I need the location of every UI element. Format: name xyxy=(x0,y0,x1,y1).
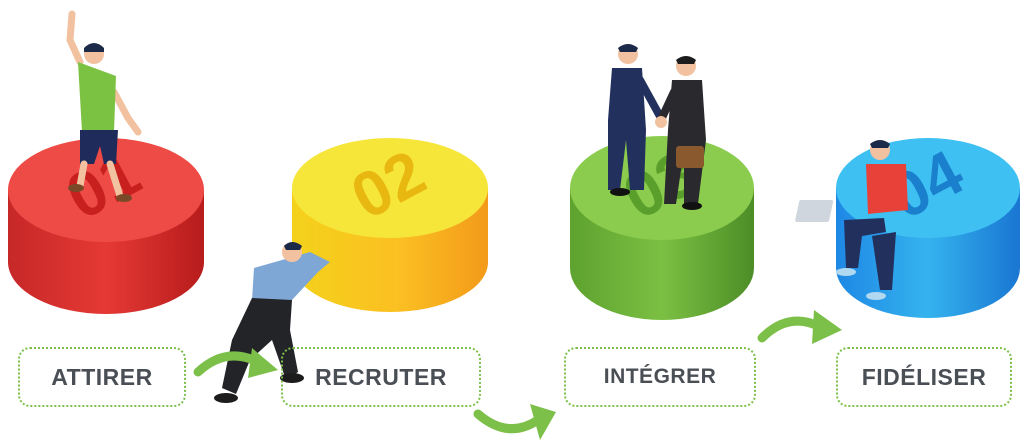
step-2-label: RECRUTER xyxy=(281,347,481,407)
arrow-3-icon xyxy=(757,310,842,344)
arrow-2-icon xyxy=(473,404,556,440)
cheering-person-icon xyxy=(66,10,142,202)
step-2-cylinder: 02 xyxy=(292,136,488,312)
step-3-cylinder: 03 xyxy=(570,136,754,320)
step-3-label: INTÉGRER xyxy=(564,347,756,407)
arrow-1-icon xyxy=(193,348,278,378)
handshake-people-icon xyxy=(608,44,706,210)
pushing-person-icon xyxy=(214,242,330,403)
step-4-label: FIDÉLISER xyxy=(836,347,1012,407)
laptop-person-icon xyxy=(795,140,908,300)
step-1-label: ATTIRER xyxy=(18,347,186,407)
